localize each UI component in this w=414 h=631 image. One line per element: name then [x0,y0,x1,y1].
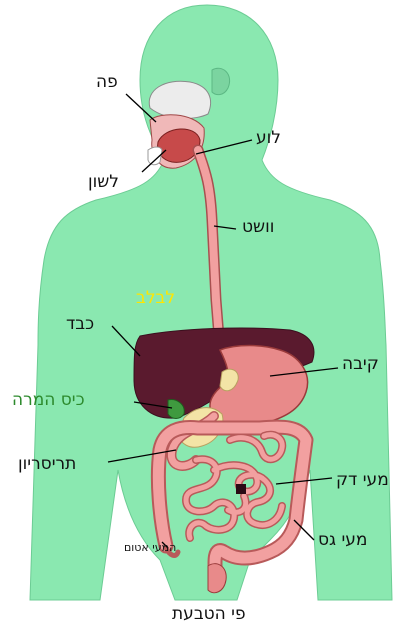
label-mouth: פה [96,74,118,91]
label-esophagus: וושט [242,219,274,236]
label-large-intestine: מעי גס [318,532,367,549]
label-stomach: קיבה [342,356,379,373]
label-duodenum: תריסריון [18,456,76,473]
label-pharynx: לוע [256,130,281,147]
anus-dark-mark [236,484,246,494]
label-liver: כבד [66,316,94,333]
label-small-intestine: מעי דק [336,472,389,489]
label-anus: פי הטבעת [172,606,246,623]
label-tongue: לשון [88,174,119,191]
nasal-cavity [149,81,210,118]
label-gallbladder: כיס המרה [12,392,85,409]
label-appendix: המעי אטום [124,542,176,553]
label-pancreas: לבלב [136,290,175,307]
